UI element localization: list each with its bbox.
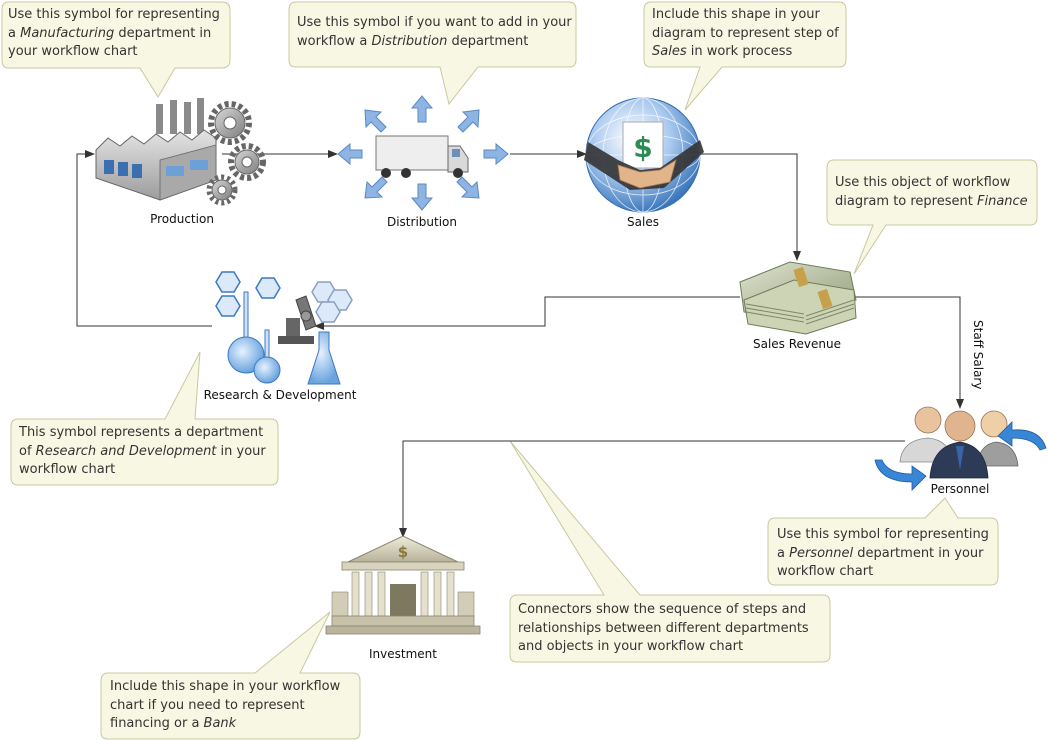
node-label-distribution: Distribution bbox=[386, 215, 457, 229]
molecules-icon bbox=[215, 271, 353, 323]
callout-research-em: Research and Development bbox=[35, 443, 217, 459]
callout-investment-em: Bank bbox=[203, 716, 237, 731]
node-label-research: Research & Development bbox=[203, 388, 357, 402]
callout-research-text-end: in your workflow chart bbox=[19, 443, 266, 478]
callout-personnel-text: Use this symbol for representing a bbox=[777, 527, 989, 561]
callout-personnel-text-end: department in your workflow chart bbox=[777, 545, 984, 580]
factory-icon[interactable] bbox=[95, 98, 217, 201]
connector-revenue-personnel[interactable] bbox=[855, 296, 964, 409]
callout-finance: Use this object of workflow diagram to r… bbox=[835, 174, 1033, 211]
connector-sales-revenue[interactable] bbox=[700, 153, 801, 261]
callout-personnel: Use this symbol for representing a Perso… bbox=[777, 526, 995, 582]
callout-distribution-bubble bbox=[288, 1, 577, 106]
callout-production-text-end: department in your workflow chart bbox=[8, 25, 212, 60]
callout-sales: Include this shape in your diagram to re… bbox=[652, 6, 842, 62]
callout-sales-em: Sales bbox=[652, 44, 687, 59]
globe-handshake-icon[interactable]: $ bbox=[584, 97, 704, 213]
flasks-icon bbox=[227, 291, 341, 385]
callout-sales-bubble bbox=[643, 1, 847, 111]
callout-distribution-text: Use this symbol if you want to add in yo… bbox=[297, 15, 572, 49]
connector-personnel-investment[interactable] bbox=[399, 440, 905, 538]
callout-connectors-text: Connectors show the sequence of steps an… bbox=[518, 602, 809, 654]
callout-research-bubble bbox=[10, 351, 279, 486]
node-label-production: Production bbox=[150, 212, 214, 226]
node-label-sales-revenue: Sales Revenue bbox=[752, 337, 841, 351]
svg-text:$: $ bbox=[633, 131, 652, 164]
callout-sales-text-end: in work process bbox=[686, 44, 793, 59]
callout-production-em: Manufacturing bbox=[20, 25, 115, 41]
callout-production: Use this symbol for representing a Manuf… bbox=[8, 6, 226, 62]
edge-label-staff-salary: Staff Salary bbox=[971, 320, 985, 390]
callout-finance-bubble bbox=[826, 159, 1038, 275]
callout-connectors-bubble bbox=[509, 440, 831, 663]
callout-finance-text: Use this object of workflow diagram to r… bbox=[835, 175, 1011, 209]
callout-personnel-em: Personnel bbox=[789, 545, 854, 561]
callout-production-bubble bbox=[1, 1, 231, 98]
svg-text:$: $ bbox=[398, 543, 408, 561]
callout-investment-bubble bbox=[100, 611, 361, 740]
truck-icon[interactable] bbox=[375, 135, 469, 178]
callout-investment: Include this shape in your workflow char… bbox=[110, 678, 356, 734]
node-label-investment: Investment bbox=[369, 647, 437, 661]
microscope-icon bbox=[278, 295, 317, 344]
callout-sales-text: Include this shape in your diagram to re… bbox=[652, 7, 839, 41]
rotation-arrows-icon bbox=[874, 421, 1047, 491]
node-label-sales: Sales bbox=[627, 215, 659, 229]
people-icon[interactable] bbox=[899, 406, 1019, 479]
callout-investment-text: Include this shape in your workflow char… bbox=[110, 679, 341, 731]
callout-production-text: Use this symbol for representing a bbox=[8, 7, 220, 41]
callout-finance-em: Finance bbox=[976, 193, 1028, 209]
connector-research-production[interactable] bbox=[76, 150, 212, 327]
node-label-personnel: Personnel bbox=[930, 482, 990, 496]
callout-distribution: Use this symbol if you want to add in yo… bbox=[297, 14, 572, 51]
distribution-arrows-icon bbox=[337, 95, 509, 211]
callout-distribution-text-end: department bbox=[447, 33, 529, 49]
callout-connectors: Connectors show the sequence of steps an… bbox=[518, 601, 826, 657]
bank-icon[interactable]: $ bbox=[325, 535, 481, 635]
callout-personnel-bubble bbox=[767, 497, 999, 586]
connector-revenue-research[interactable] bbox=[314, 296, 740, 330]
callout-research-text: This symbol represents a department of bbox=[19, 425, 264, 459]
gears-icon bbox=[206, 101, 266, 206]
callout-distribution-em: Distribution bbox=[371, 33, 448, 49]
callout-research: This symbol represents a department of R… bbox=[19, 424, 275, 480]
cash-stacks-icon[interactable] bbox=[739, 261, 857, 335]
